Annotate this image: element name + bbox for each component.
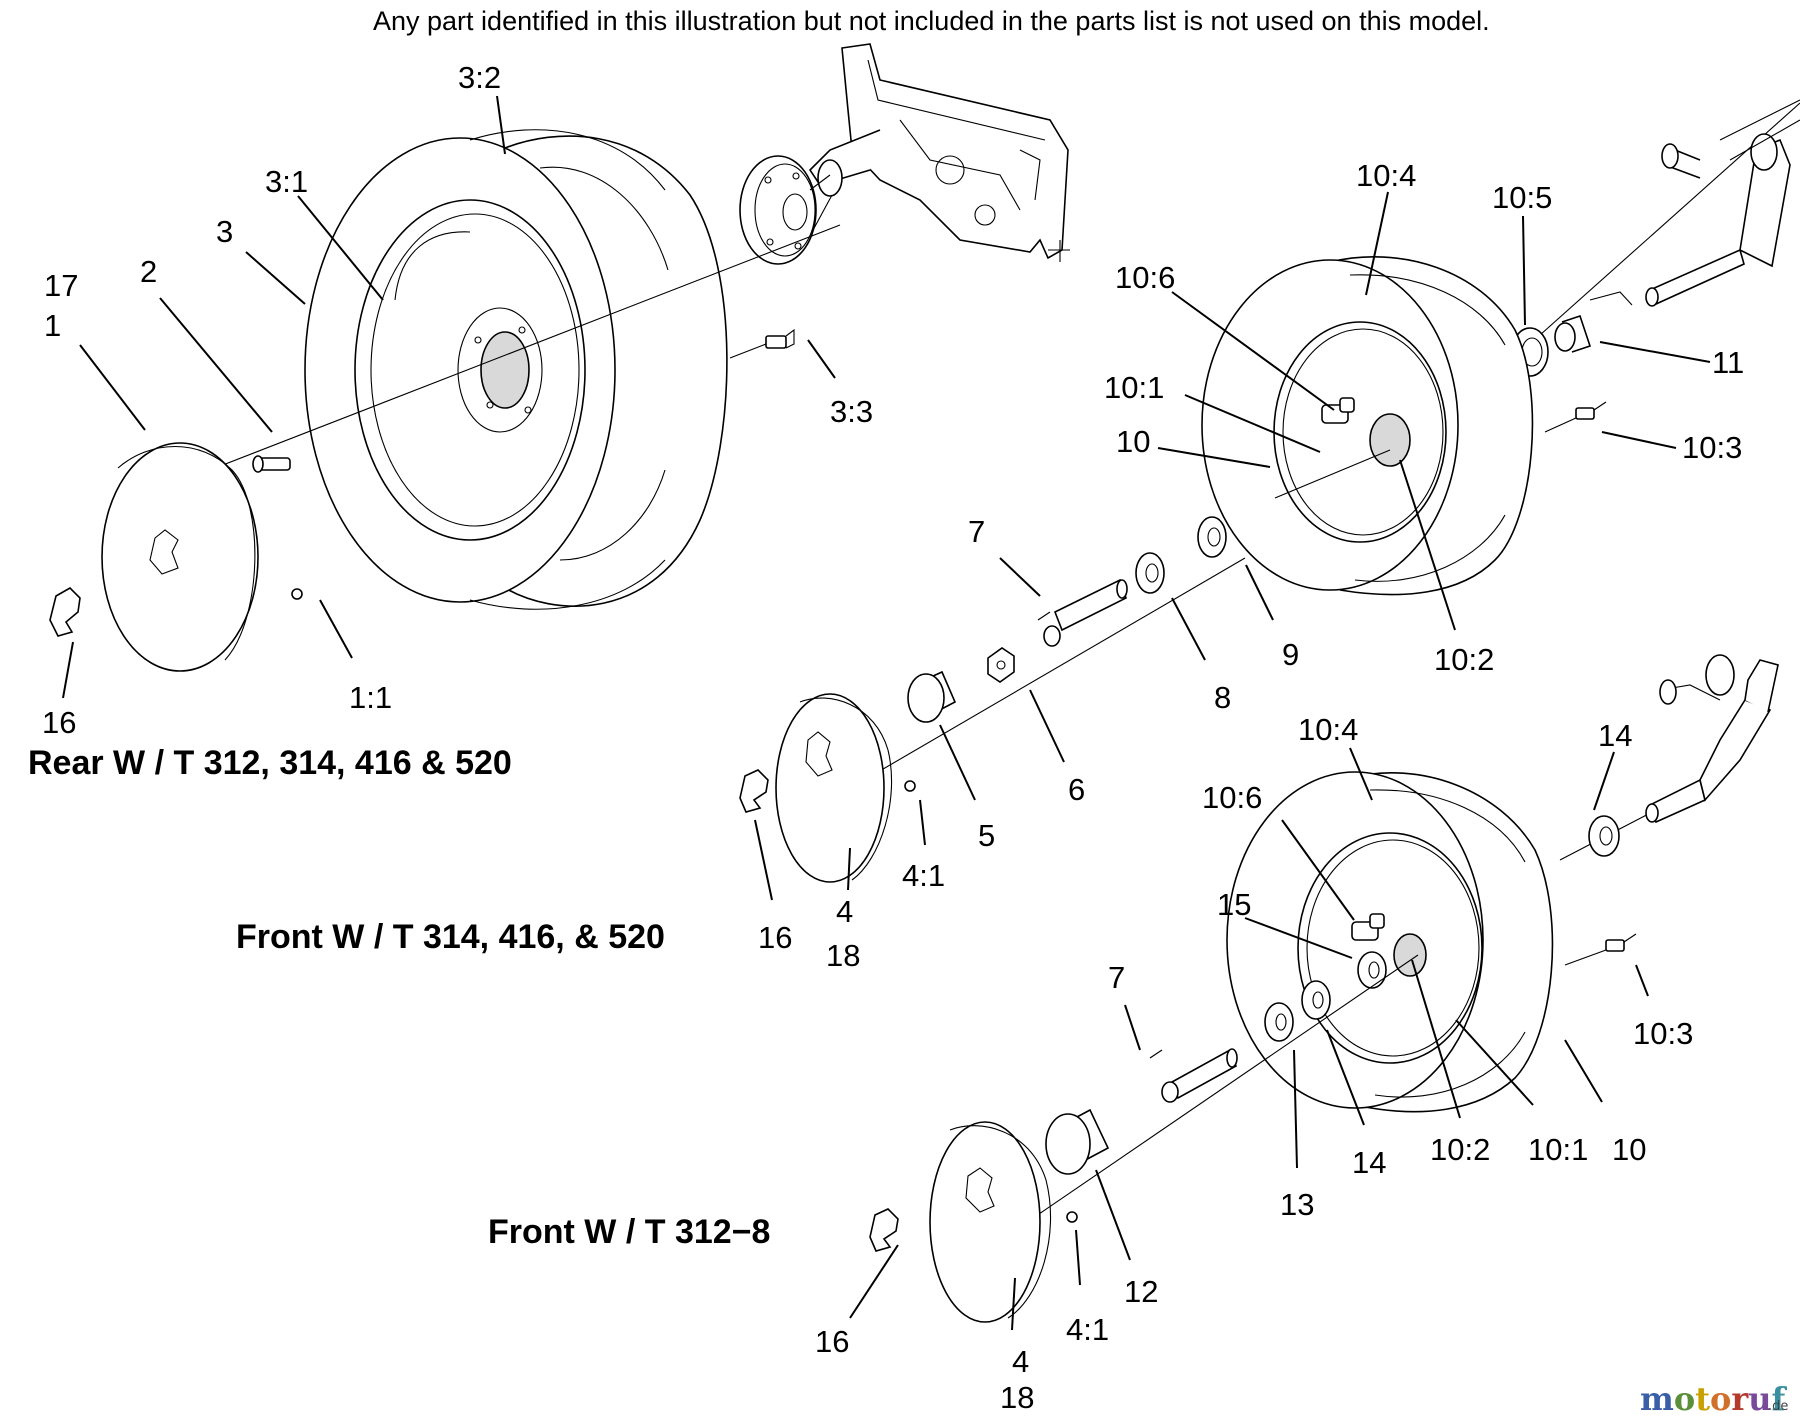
rear-wheel-assembly bbox=[49, 43, 1070, 699]
callout-fa-4: 4 bbox=[836, 894, 853, 929]
callout-fb-10-1: 10:1 bbox=[1528, 1132, 1588, 1167]
callout-fa-4-1: 4:1 bbox=[902, 858, 945, 893]
front-b-valve-stem bbox=[1564, 933, 1637, 966]
callout-fb-10: 10 bbox=[1612, 1132, 1646, 1167]
front-a-wheel-assembly bbox=[1157, 99, 1800, 631]
front-b-leader-lines bbox=[1244, 747, 1649, 1119]
callout-rear-3-2: 3:2 bbox=[458, 60, 501, 95]
callout-fb-10-2: 10:2 bbox=[1430, 1132, 1490, 1167]
callout-fb-14-upper: 14 bbox=[1598, 718, 1632, 753]
front-b-axle-bolt bbox=[1149, 1048, 1238, 1103]
callout-fa-16: 16 bbox=[758, 920, 792, 955]
caption-front-a: Front W / T 314, 416, & 520 bbox=[236, 918, 665, 956]
callout-fa-10-5: 10:5 bbox=[1492, 180, 1552, 215]
front-b-tire bbox=[1226, 771, 1554, 1113]
front-a-axle-centerline bbox=[1274, 449, 1391, 499]
front-a-valve-stem bbox=[1544, 401, 1607, 433]
callout-fb-10-6: 10:6 bbox=[1202, 780, 1262, 815]
callout-fb-10-3: 10:3 bbox=[1633, 1016, 1693, 1051]
rear-valve-stem bbox=[729, 328, 795, 359]
watermark: motoruf .de bbox=[1640, 1380, 1788, 1418]
callout-rear-16: 16 bbox=[42, 705, 76, 740]
callout-fa-9: 9 bbox=[1282, 637, 1299, 672]
rear-bolt bbox=[252, 455, 291, 473]
front-b-washer-inner bbox=[1357, 951, 1387, 989]
callout-fa-10-6: 10:6 bbox=[1115, 260, 1175, 295]
callout-fb-10-4: 10:4 bbox=[1298, 712, 1358, 747]
callout-rear-3-3: 3:3 bbox=[830, 394, 873, 429]
callout-rear-2: 2 bbox=[140, 254, 157, 289]
front-b-washer-upper bbox=[1588, 815, 1620, 857]
rear-leader-lines bbox=[62, 95, 836, 699]
front-b-hubcap bbox=[929, 1121, 1078, 1323]
callout-rear-3: 3 bbox=[216, 214, 233, 249]
front-a-bushing bbox=[907, 670, 957, 723]
callout-fa-18: 18 bbox=[826, 938, 860, 973]
callout-fa-10-1: 10:1 bbox=[1104, 370, 1164, 405]
callout-fa-10: 10 bbox=[1116, 424, 1150, 459]
rear-rim bbox=[354, 199, 586, 541]
front-b-parts bbox=[849, 954, 1419, 1331]
callout-rear-17: 17 bbox=[44, 268, 78, 303]
callout-fb-14: 14 bbox=[1352, 1145, 1386, 1180]
front-b-clip bbox=[869, 1208, 899, 1252]
front-b-washers bbox=[1264, 980, 1331, 1042]
rear-hub-flange bbox=[739, 155, 833, 265]
watermark-suffix: .de bbox=[1768, 1399, 1788, 1414]
callout-fa-7: 7 bbox=[968, 514, 985, 549]
callout-rear-3-1: 3:1 bbox=[265, 164, 308, 199]
callout-fb-4: 4 bbox=[1012, 1344, 1029, 1379]
callout-fa-5: 5 bbox=[978, 818, 995, 853]
front-a-spindle bbox=[1539, 99, 1800, 336]
front-b-parts-leader-lines bbox=[849, 1004, 1365, 1331]
callout-fa-8: 8 bbox=[1214, 680, 1231, 715]
callout-fb-15: 15 bbox=[1217, 887, 1251, 922]
front-a-parts-leader-lines bbox=[754, 557, 1274, 901]
callout-fa-6: 6 bbox=[1068, 772, 1085, 807]
front-b-spindle bbox=[1559, 654, 1779, 861]
rear-axle-frame bbox=[808, 43, 1070, 262]
front-b-bushing bbox=[1045, 1108, 1110, 1175]
callout-fb-7: 7 bbox=[1108, 960, 1125, 995]
front-a-clip bbox=[739, 769, 769, 813]
front-b-grease-fitting bbox=[1351, 913, 1385, 941]
callout-fb-16: 16 bbox=[815, 1324, 849, 1359]
callout-fb-12: 12 bbox=[1124, 1274, 1158, 1309]
rear-clip bbox=[49, 587, 81, 637]
caption-rear: Rear W / T 312, 314, 416 & 520 bbox=[28, 744, 512, 782]
callout-fa-11: 11 bbox=[1712, 345, 1744, 380]
front-a-axle-bolt bbox=[1037, 578, 1128, 647]
front-a-grease-fitting bbox=[1321, 397, 1355, 424]
callout-fa-10-3: 10:3 bbox=[1682, 430, 1742, 465]
callout-fa-10-2: 10:2 bbox=[1434, 642, 1494, 677]
callout-fb-13: 13 bbox=[1280, 1187, 1314, 1222]
callout-fb-18: 18 bbox=[1000, 1380, 1034, 1415]
callout-rear-1: 1 bbox=[44, 308, 61, 343]
callout-fa-10-4: 10:4 bbox=[1356, 158, 1416, 193]
parts-note: Any part identified in this illustration… bbox=[373, 6, 1490, 36]
rear-hubcap bbox=[101, 442, 303, 672]
front-a-leader-lines bbox=[1157, 191, 1711, 631]
front-a-tire bbox=[1201, 256, 1534, 596]
caption-front-b: Front W / T 312−8 bbox=[488, 1213, 770, 1251]
callout-fb-4-1: 4:1 bbox=[1066, 1312, 1109, 1347]
watermark-logo: motoruf bbox=[1640, 1380, 1787, 1418]
front-a-parts bbox=[739, 516, 1274, 901]
front-a-hubcap bbox=[775, 693, 916, 883]
callout-rear-1-1: 1:1 bbox=[349, 680, 392, 715]
front-a-nut bbox=[987, 647, 1015, 683]
front-a-parts-centerline bbox=[829, 557, 1246, 801]
front-a-washers bbox=[1135, 516, 1227, 594]
rear-axle-centerline bbox=[209, 224, 841, 471]
